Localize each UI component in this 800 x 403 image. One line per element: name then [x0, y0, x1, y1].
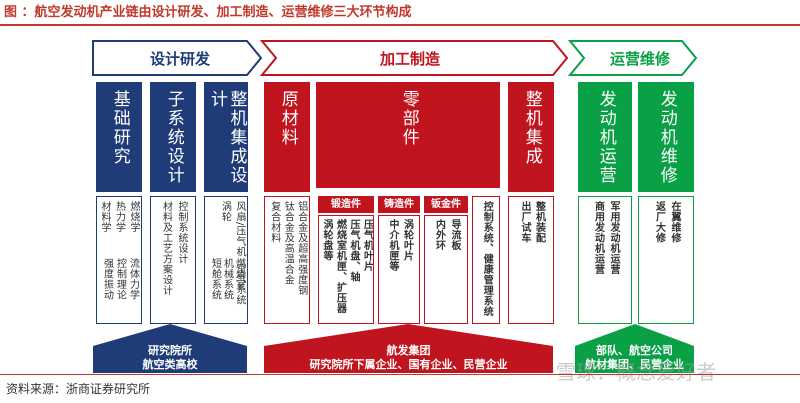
body-item: 强度振动 [101, 258, 113, 300]
column-head: 子系统设计 [163, 90, 184, 185]
title-divider [0, 24, 800, 26]
watermark: 雪球：概念爱好者 [556, 360, 716, 384]
body-item: 风扇/压气机 [234, 201, 245, 258]
body-item: 压气机盘、轴 [348, 219, 359, 282]
page-title: 图 ：航空发动机产业链由设计研发、加工制造、运营维修三大环节构成 [4, 5, 412, 20]
body-item: 热力学 [113, 201, 125, 233]
body-item: 商用发动机运营 [592, 201, 604, 275]
forging-box: 压气机叶片 压气机盘、轴 燃烧室机匣、扩压器 涡轮盘等 [318, 215, 374, 324]
column-head: 基础研究 [109, 90, 130, 166]
body-item: 燃烧室机匣、扩压器 [334, 219, 346, 314]
body-item: 返厂大修 [653, 201, 665, 243]
design-phase-label: 设计研发 [149, 50, 210, 68]
body-item: 复合材料 [268, 201, 280, 243]
column-head: 整机集成设计 [207, 90, 247, 185]
body-item: 在翼维修 [669, 201, 680, 243]
body-item: 材料及工艺方案设计 [160, 201, 172, 296]
source-divider [0, 374, 800, 375]
design-column-integration: 整机集成设计 风扇/压气机 涡轮 空气系统 [204, 82, 248, 324]
body-item: 涡轮叶片 [401, 219, 413, 261]
body-item: 控制系统设计 [176, 201, 187, 264]
sheet-metal-box: 导流板 内外环 [424, 215, 468, 324]
operation-bottom-line-1: 部队、航空公司 [596, 344, 673, 357]
body-item: 内外环 [433, 219, 445, 251]
sheet-metal-tag: 钣金件 [424, 196, 468, 213]
body-item: 涡轮 [219, 201, 231, 222]
operation-column-operating: 发动机运营 军用发动机运营 商用发动机运营 [578, 82, 632, 324]
column-head: 整机集成 [521, 90, 542, 166]
design-column-subsystem: 子系统设计 控制系统设计 材料及工艺方案设计 [150, 82, 196, 324]
operation-bottom-line-2: 航材集团、民营企业 [585, 358, 684, 371]
manufacturing-column-raw-materials: 原材料 铝合金及超高强度钢 钛合金及高温合金 复合材料 [264, 82, 310, 324]
column-head: 发动机运营 [595, 90, 616, 185]
manufacturing-phase-label: 加工制造 [379, 50, 440, 68]
body-item: 整机装配 [533, 201, 545, 243]
control-system-box: 控制系统、健康管理系统 [472, 196, 500, 324]
body-item: 铝合金及超高强度钢 [295, 201, 307, 296]
body-item: 压气机叶片 [361, 219, 373, 272]
manufacturing-column-components: 零部件 [316, 82, 500, 324]
body-item: 机械系统 [221, 258, 233, 300]
body-item: 涡轮盘等 [321, 219, 332, 261]
column-head: 原材料 [277, 90, 298, 147]
body-item: 中介机匣等 [387, 219, 398, 272]
body-item: 短舱系统 [209, 258, 221, 300]
body-item: 导流板 [449, 219, 460, 251]
body-item: 军用发动机运营 [608, 201, 619, 275]
body-item: 流体力学 [127, 258, 139, 300]
manufacturing-bottom-line-1: 航发集团 [386, 344, 431, 357]
casting-box: 涡轮叶片 中介机匣等 [378, 215, 420, 324]
column-head: 零部件 [398, 90, 419, 147]
manufacturing-bottom-line-2: 研究院所下属企业、国有企业、民营企业 [309, 358, 508, 371]
body-item: 空气系统 [234, 263, 245, 305]
design-bottom-line-1: 研究院所 [148, 344, 192, 357]
manufacturing-column-integration: 整机集成 整机装配 出厂试车 [508, 82, 554, 324]
column-head: 发动机维修 [656, 90, 677, 185]
forging-tag: 锻造件 [318, 196, 374, 213]
design-bottom-line-2: 航空类高校 [142, 358, 198, 371]
body-item: 出厂试车 [519, 201, 530, 243]
body-item: 燃烧室 [233, 258, 245, 290]
body-item: 控制理论 [114, 258, 126, 300]
operation-phase-label: 运营维修 [609, 50, 670, 68]
source-note: 资料来源：浙商证券研究所 [6, 382, 151, 396]
operation-column-maintenance: 发动机维修 在翼维修 返厂大修 [638, 82, 694, 324]
body-item: 钛合金及高温合金 [282, 201, 294, 285]
body-item: 材料学 [99, 201, 110, 233]
casting-tag: 铸造件 [378, 196, 420, 213]
design-column-basic-research: 基础研究 燃烧学 热力学 材料学 [96, 82, 142, 324]
body-item: 燃烧学 [128, 201, 139, 233]
body-item: 控制系统、健康管理系统 [481, 201, 493, 317]
